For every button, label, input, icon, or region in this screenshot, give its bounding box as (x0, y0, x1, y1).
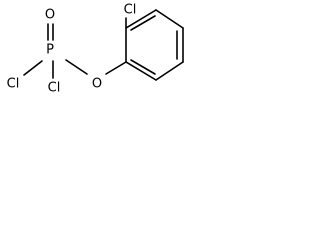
ring-bond-top-right (125, 9, 157, 29)
atom-label-oxygen-double: O (45, 8, 55, 23)
ring-bond-right-lower (155, 61, 184, 81)
bond-oxygen-ester-to-phosphorus (65, 59, 88, 75)
ring-bond-right-upper (155, 9, 184, 29)
ring-bond-bottom-left (125, 61, 157, 81)
bond-ring-to-oxygen-ester (105, 61, 127, 75)
atom-label-cl-p-right: Cl (48, 81, 61, 96)
atom-label-cl-ring: Cl (124, 3, 137, 18)
atom-label-oxygen-ester: O (92, 77, 102, 92)
benzene-ring (125, 9, 184, 81)
atom-label-cl-p-left: Cl (7, 77, 20, 92)
chemical-structure-diagram: Cl O P O Cl Cl (7, 3, 184, 96)
atom-label-phosphorus: P (46, 43, 54, 58)
bond-phosphorus-to-cl-left (23, 60, 43, 76)
ring-bond-top-right-inner (130, 15, 156, 31)
ring-bond-bottom-left-inner (130, 59, 156, 75)
